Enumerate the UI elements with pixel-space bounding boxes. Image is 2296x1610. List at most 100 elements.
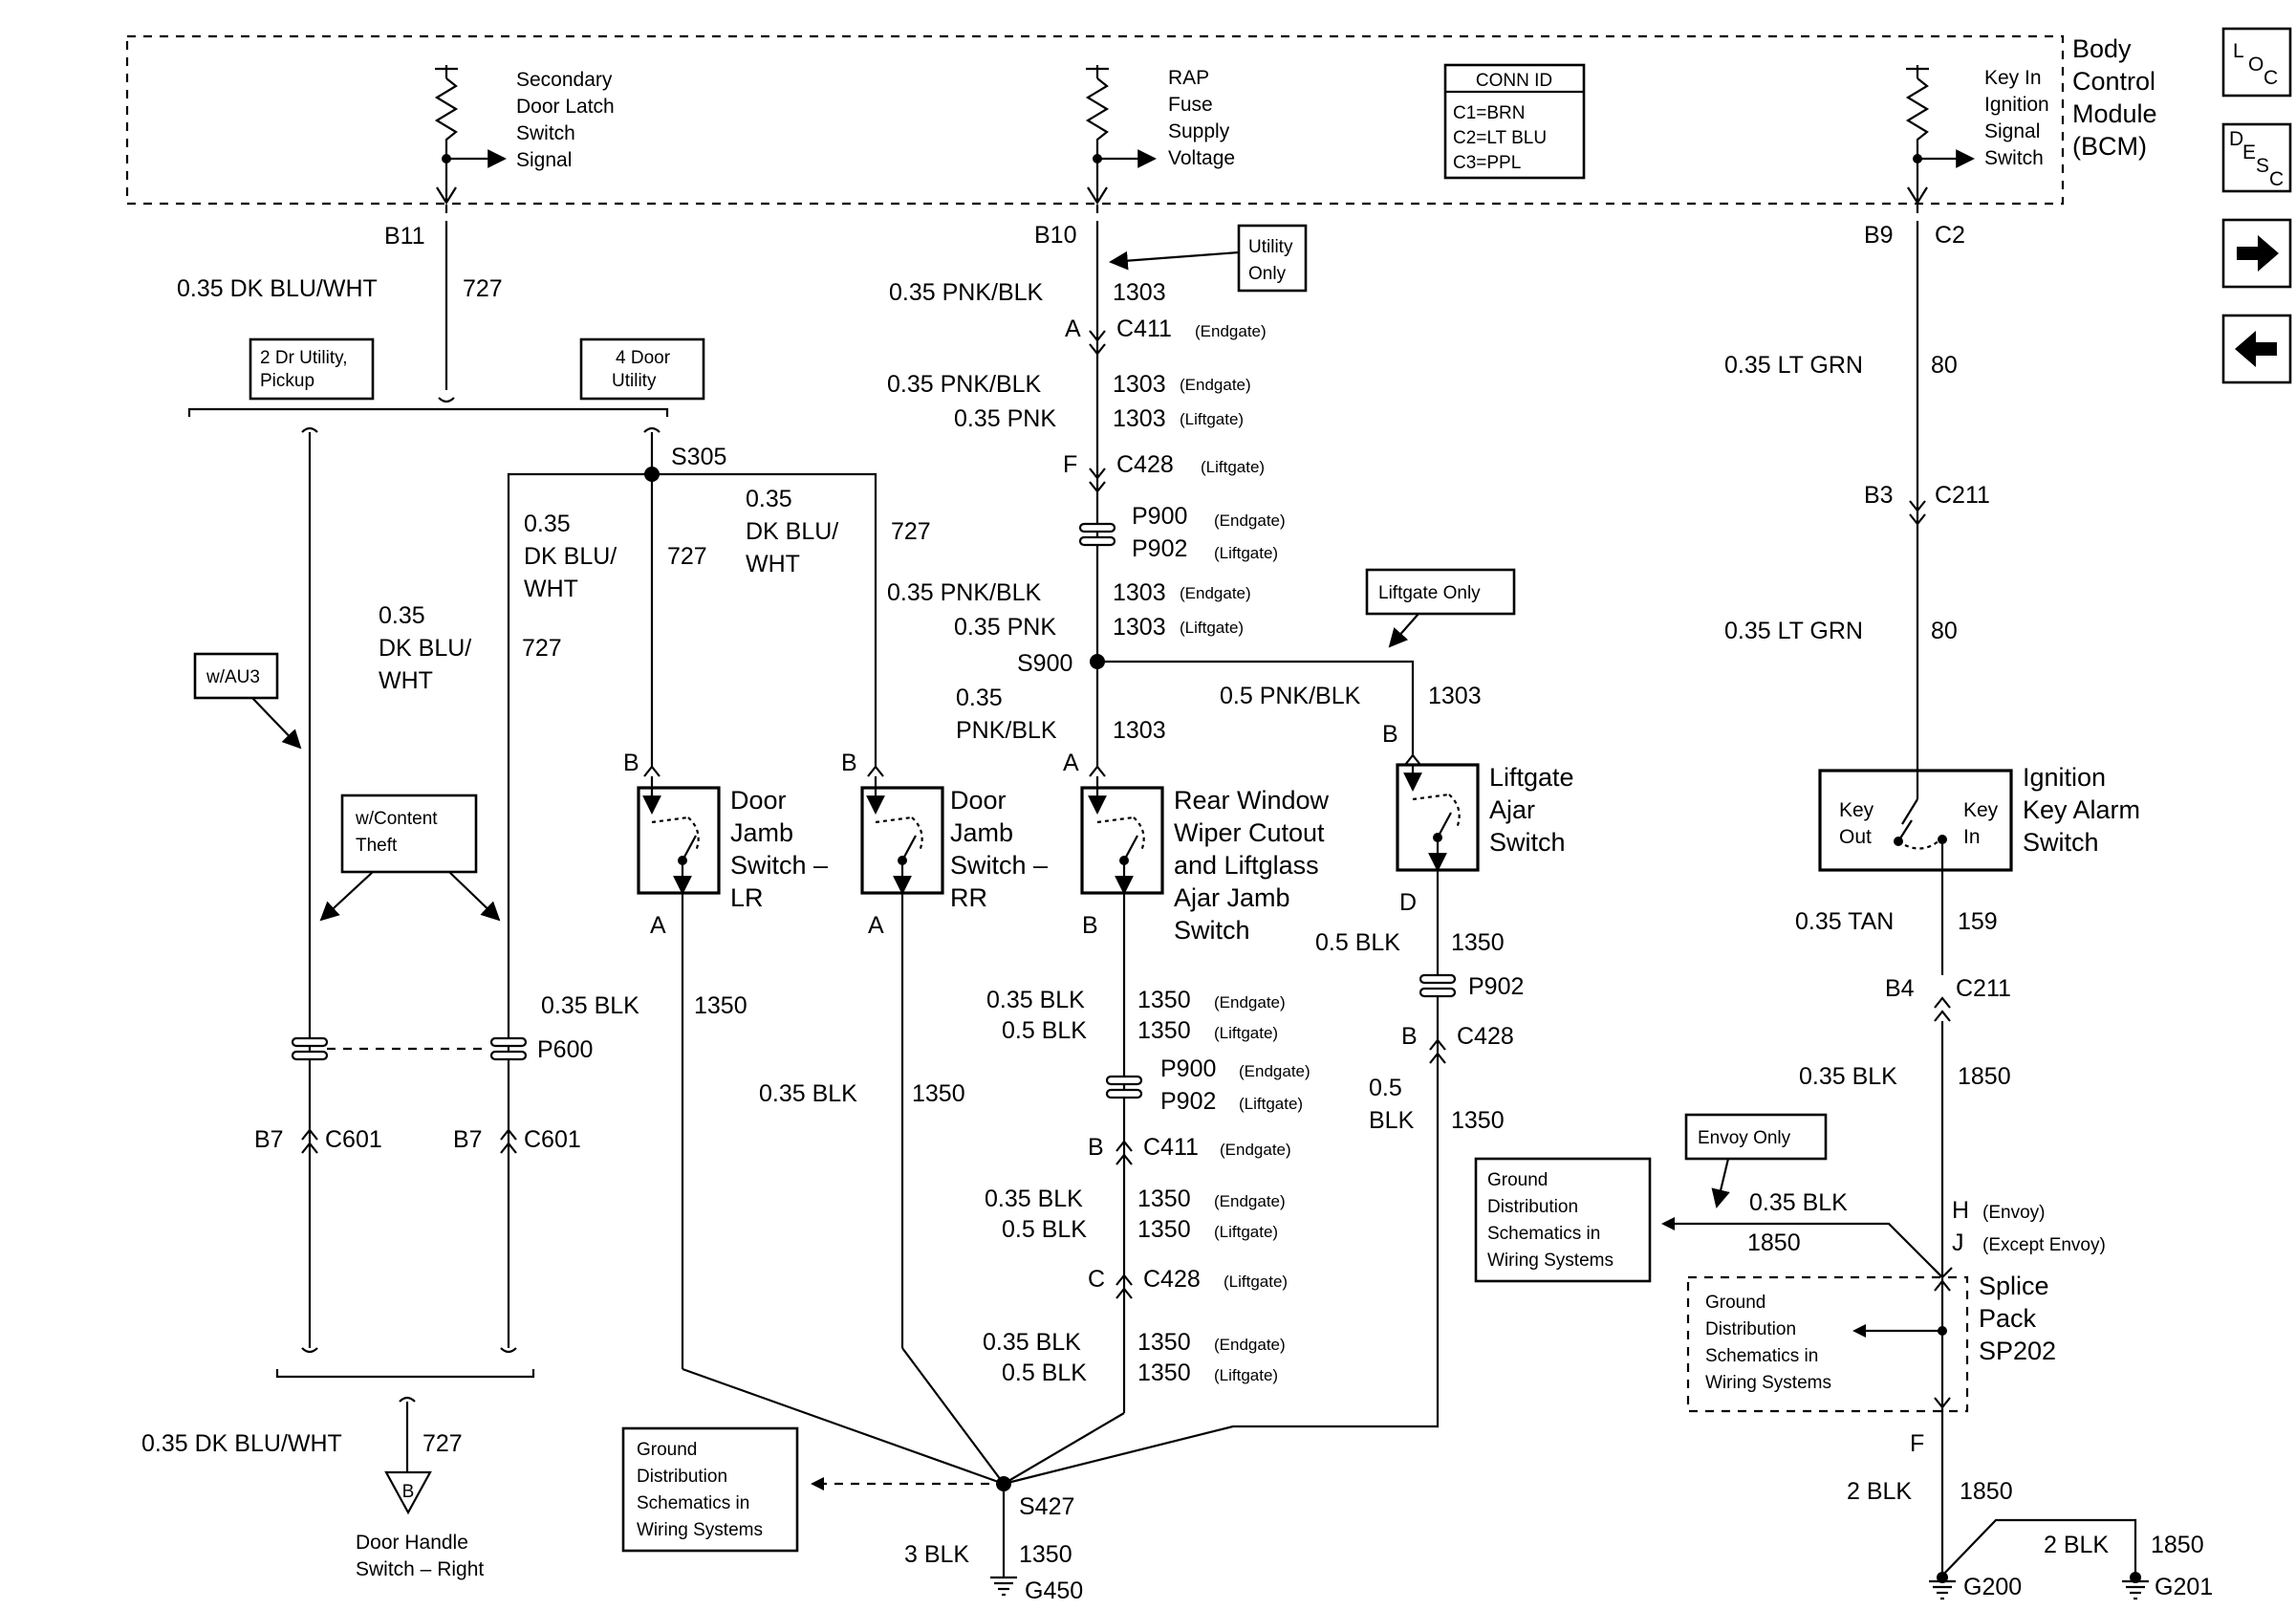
wire-1303-f-l2: PNK/BLK xyxy=(956,717,1057,744)
dj-rr-line3: Switch – xyxy=(950,851,1048,880)
gc-wire6a: 0.35 BLK xyxy=(985,1186,1083,1212)
envoy-only-box xyxy=(1684,1113,1828,1161)
rap-line3: Supply xyxy=(1168,120,1230,142)
circuit-far-left: 727 xyxy=(522,635,562,662)
gds-right-l1: Ground xyxy=(1487,1170,1548,1190)
wire-80-a: 0.35 LT GRN xyxy=(1724,352,1863,379)
wire-mid-left-l3: WHT xyxy=(524,576,578,602)
gc-c428: C428 xyxy=(1143,1266,1201,1293)
gc-circuit5a: 1350 xyxy=(1137,987,1191,1013)
opt-2dr-line2: Pickup xyxy=(260,371,314,391)
sp-label-l2: Pack xyxy=(1979,1304,2037,1333)
loc-button[interactable]: L O C xyxy=(2221,27,2292,98)
wire-1303-e: 0.35 PNK xyxy=(954,614,1056,641)
circuit-1850-a: 1850 xyxy=(1958,1063,2011,1090)
sp-note-l2: Distribution xyxy=(1705,1319,1796,1339)
bcm-title-line4: (BCM) xyxy=(2072,132,2147,161)
pullup-resistor-icon xyxy=(1905,77,1930,203)
gc-pin-b-c411: B xyxy=(1088,1134,1104,1161)
dj-lr-line1: Door xyxy=(730,786,787,815)
circuit-727-bottom: 727 xyxy=(422,1430,463,1457)
pin-h: H xyxy=(1952,1197,1969,1224)
la-c428: C428 xyxy=(1457,1023,1514,1050)
la-circuit1: 1350 xyxy=(1451,929,1505,956)
connector-p900-top xyxy=(1078,522,1116,547)
pin-f: F xyxy=(1910,1430,1924,1457)
pin-f-c428: F xyxy=(1063,451,1077,478)
rap-line4: Voltage xyxy=(1168,147,1235,169)
wire-1303-d: 0.35 PNK/BLK xyxy=(887,579,1042,606)
pin-h-note: (Envoy) xyxy=(1982,1203,2045,1223)
splice-s900-label: S900 xyxy=(1017,650,1072,677)
gds-center-l4: Wiring Systems xyxy=(637,1520,763,1540)
break-icon xyxy=(500,1347,517,1354)
break-icon xyxy=(399,1396,416,1403)
c428-top: C428 xyxy=(1116,451,1174,478)
ignition-l3: Switch xyxy=(2023,828,2099,857)
pin-c2: C2 xyxy=(1935,222,1965,249)
desc-letter-s: S xyxy=(2256,155,2269,177)
secondary-latch-line3: Switch xyxy=(516,122,575,144)
connector-c428-bottom-icon xyxy=(1116,1273,1133,1299)
rw-line5: Switch xyxy=(1174,916,1250,945)
gc-wire7b: 0.5 BLK xyxy=(1002,1360,1087,1386)
connector-c428-liftgate-icon xyxy=(1429,1038,1446,1064)
key-in-line1: Key In xyxy=(1984,67,2042,89)
rw-line2: Wiper Cutout xyxy=(1174,818,1325,847)
body-control-module: Body Control Module (BCM) Secondary Door… xyxy=(125,34,2157,206)
circuit-80-a: 80 xyxy=(1931,352,1958,379)
opt-4dr-line2: Utility xyxy=(612,371,657,391)
key-in-line2: Ignition xyxy=(1984,94,2049,116)
c601-left: C601 xyxy=(325,1126,382,1153)
pin-b3: B3 xyxy=(1864,482,1894,509)
utility-only-box xyxy=(1237,224,1308,293)
connector-c601-left-icon xyxy=(301,1128,318,1154)
circuit-80-b: 80 xyxy=(1931,618,1958,644)
bcm-title-line3: Module xyxy=(2072,99,2157,128)
break-icon xyxy=(438,397,455,403)
gds-right-l4: Wiring Systems xyxy=(1487,1251,1614,1271)
wire-727-top: 0.35 DK BLU/WHT xyxy=(177,275,378,302)
circuit-1303-c: 1303 xyxy=(1113,405,1166,432)
la-pin-b: B xyxy=(1382,721,1398,748)
left-arrow-icon xyxy=(2235,331,2277,367)
wire-mid-right-l1: 0.35 xyxy=(746,486,792,512)
gc-c428-liftgate: (Liftgate) xyxy=(1224,1273,1288,1291)
gds-note-right xyxy=(1474,1157,1652,1283)
wire-1303-b: 0.35 PNK/BLK xyxy=(887,371,1042,398)
dj-rr-line2: Jamb xyxy=(950,818,1013,847)
key-in-line4: Switch xyxy=(1984,147,2044,169)
circuit-1303-e: 1303 xyxy=(1113,614,1166,641)
gc-circuit-lr: 1350 xyxy=(694,992,747,1019)
gc-5a-endgate: (Endgate) xyxy=(1214,993,1286,1012)
c-1303-d-endgate: (Endgate) xyxy=(1180,584,1251,602)
wire-far-left-l2: DK BLU/ xyxy=(379,635,471,662)
connector-c211-a-icon xyxy=(1909,500,1926,526)
back-button[interactable] xyxy=(2221,314,2292,384)
circuit-1303-b: 1303 xyxy=(1113,371,1166,398)
pin-b11: B11 xyxy=(384,223,425,250)
pin-b7-right: B7 xyxy=(453,1126,483,1153)
connector-c211-b-icon xyxy=(1934,996,1951,1022)
g200-label: G200 xyxy=(1963,1574,2022,1600)
wire-1850-d: 2 BLK xyxy=(2044,1532,2109,1558)
desc-button[interactable]: D E S C xyxy=(2221,122,2292,193)
p600-label: P600 xyxy=(537,1036,593,1063)
sp-note-l3: Schematics in xyxy=(1705,1346,1818,1366)
dj-rr-pin-b: B xyxy=(841,750,857,776)
opt-2dr-line1: 2 Dr Utility, xyxy=(260,348,347,368)
gc-wire5b: 0.5 BLK xyxy=(1002,1017,1087,1044)
gc-c411-endgate: (Endgate) xyxy=(1220,1141,1291,1159)
dj-lr-pin-a: A xyxy=(650,912,666,939)
circuit-1303-f: 1303 xyxy=(1113,717,1166,744)
left-branch: B11 0.35 DK BLU/WHT 727 2 Dr Utility, Pi… xyxy=(141,205,931,1580)
splice-pack-sp202: Ground Distribution Schematics in Wiring… xyxy=(1686,1267,2056,1413)
connector-p600-right xyxy=(489,1036,528,1061)
pin-b4: B4 xyxy=(1885,975,1915,1002)
forward-button[interactable] xyxy=(2221,218,2292,289)
connector-p600-left xyxy=(291,1036,329,1061)
circuit-branch-1303: 1303 xyxy=(1428,683,1482,709)
gds-pointer-icon xyxy=(811,1477,824,1490)
la-p902: P902 xyxy=(1468,973,1524,1000)
gc-wire8: 3 BLK xyxy=(904,1541,969,1568)
